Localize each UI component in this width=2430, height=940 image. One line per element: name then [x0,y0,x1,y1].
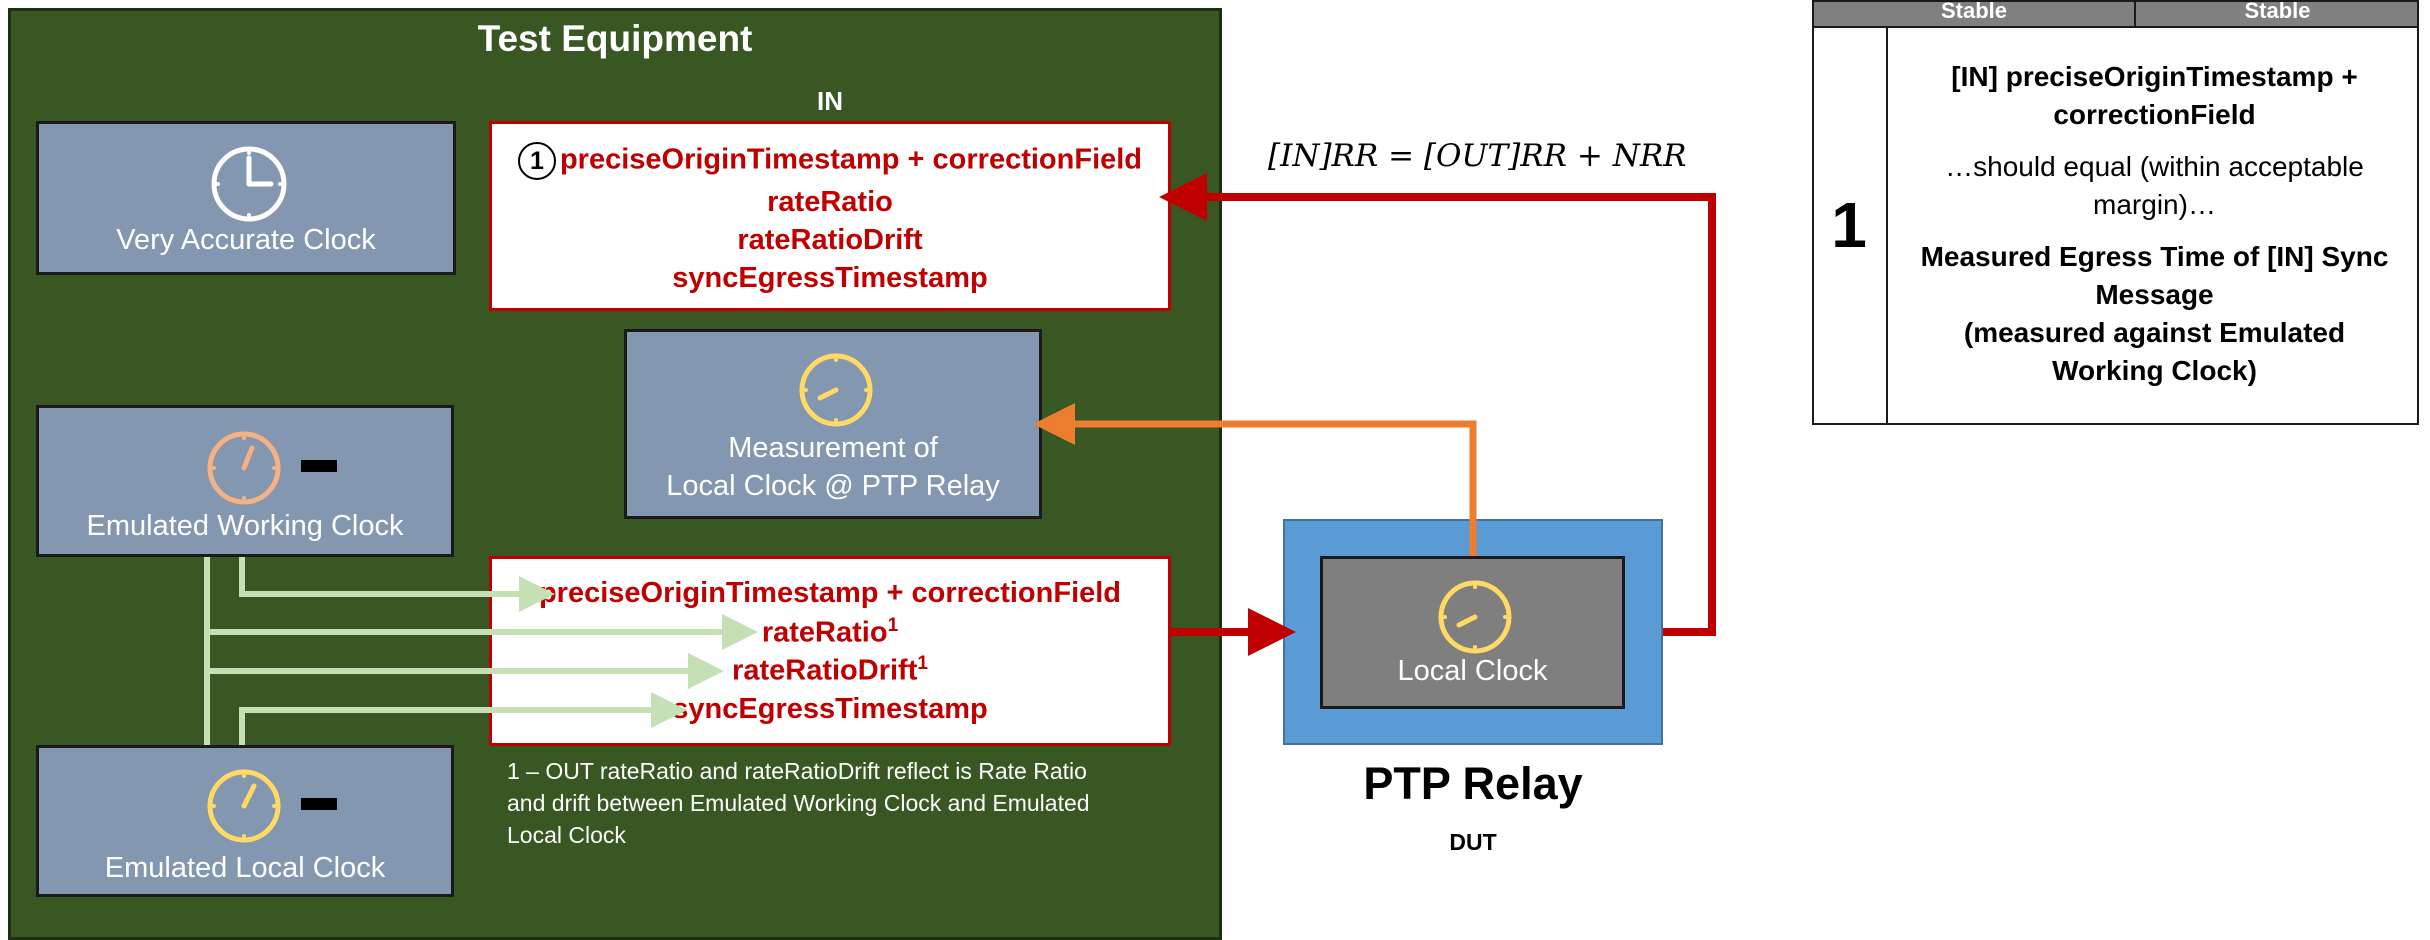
clock-feed-lines [204,557,758,745]
clock-icon [207,431,281,505]
emulated-working-clock-box: Emulated Working Clock [36,405,454,557]
out-field-0: preciseOriginTimestamp + correctionField [538,577,1122,609]
rate-ratio-formula: [IN]RR = [OUT]RR + NRR [1268,138,1687,174]
dut-label: DUT [1449,829,1497,855]
measurement-label-line2: Local Clock @ PTP Relay [666,470,1000,502]
table-line: [IN] preciseOriginTimestamp + [1951,61,2358,92]
clock-icon [207,769,281,843]
table-header-cell: Stable [2244,0,2311,23]
measurement-arrow [1033,403,1477,556]
out-field-3: syncEgressTimestamp [672,693,988,725]
local-clock-label: Local Clock [1397,655,1548,687]
out-message-box: preciseOriginTimestamp + correctionField… [489,556,1171,746]
local-clock-box: Local Clock [1320,556,1625,709]
footnote-ref: 1 [917,653,928,674]
table-line: margin)… [2093,189,2216,220]
table-header: Stable Stable [1812,0,2419,30]
out-field-2: rateRatioDrift1 [492,653,1168,688]
table-line: …should equal (within acceptable [1945,151,2364,182]
ptp-relay-title: PTP Relay [1363,758,1583,809]
very-accurate-clock-label: Very Accurate Clock [116,224,376,256]
out-field-1: rateRatio1 [492,615,1168,650]
step-1-marker: 1 [517,142,556,180]
table-line: correctionField [2053,99,2256,130]
emulated-local-clock-box: Emulated Local Clock [36,745,454,897]
minus-icon [301,460,337,472]
clock-icon [211,146,287,222]
emulated-working-clock-label: Emulated Working Clock [86,510,404,542]
table-line: Measured Egress Time of [IN] Sync [1920,241,2389,272]
footnote-ref: 1 [887,615,899,636]
in-label: IN [817,86,843,116]
footnote-line: and drift between Emulated Working Clock… [507,790,1090,816]
test-equipment-title: Test Equipment [477,18,753,59]
out-field-text: rateRatioDrift [732,654,918,687]
clock-icon [799,353,873,427]
out-field-text: rateRatio [761,616,888,649]
table-row-number: 1 [1812,26,1888,425]
in-field-1: rateRatio [767,186,893,218]
table-line: Working Clock) [2052,355,2257,386]
in-field-text: preciseOriginTimestamp + correctionField [559,143,1143,176]
table-divider [2134,2,2136,30]
in-field-2: rateRatioDrift [737,224,923,256]
in-field-3: syncEgressTimestamp [672,262,988,294]
footnote-line: Local Clock [507,822,626,848]
measurement-box: Measurement of Local Clock @ PTP Relay [624,329,1042,519]
very-accurate-clock-box: Very Accurate Clock [36,121,456,275]
table-header-cell: Stable [1940,0,2008,23]
return-arrow [1159,173,1716,636]
footnote-line: 1 – OUT rateRatio and rateRatioDrift ref… [507,758,1087,784]
minus-icon [301,798,337,810]
footnote: 1 – OUT rateRatio and rateRatioDrift ref… [507,755,1167,851]
clock-icon [1438,580,1512,654]
table-line: (measured against Emulated [1963,317,2346,348]
emulated-local-clock-label: Emulated Local Clock [104,852,386,884]
table-row-content: [IN] preciseOriginTimestamp + correctionF… [1890,58,2419,404]
measurement-label-line1: Measurement of [728,432,938,464]
table-row [1812,26,2419,425]
table-line: Message [2095,279,2214,310]
